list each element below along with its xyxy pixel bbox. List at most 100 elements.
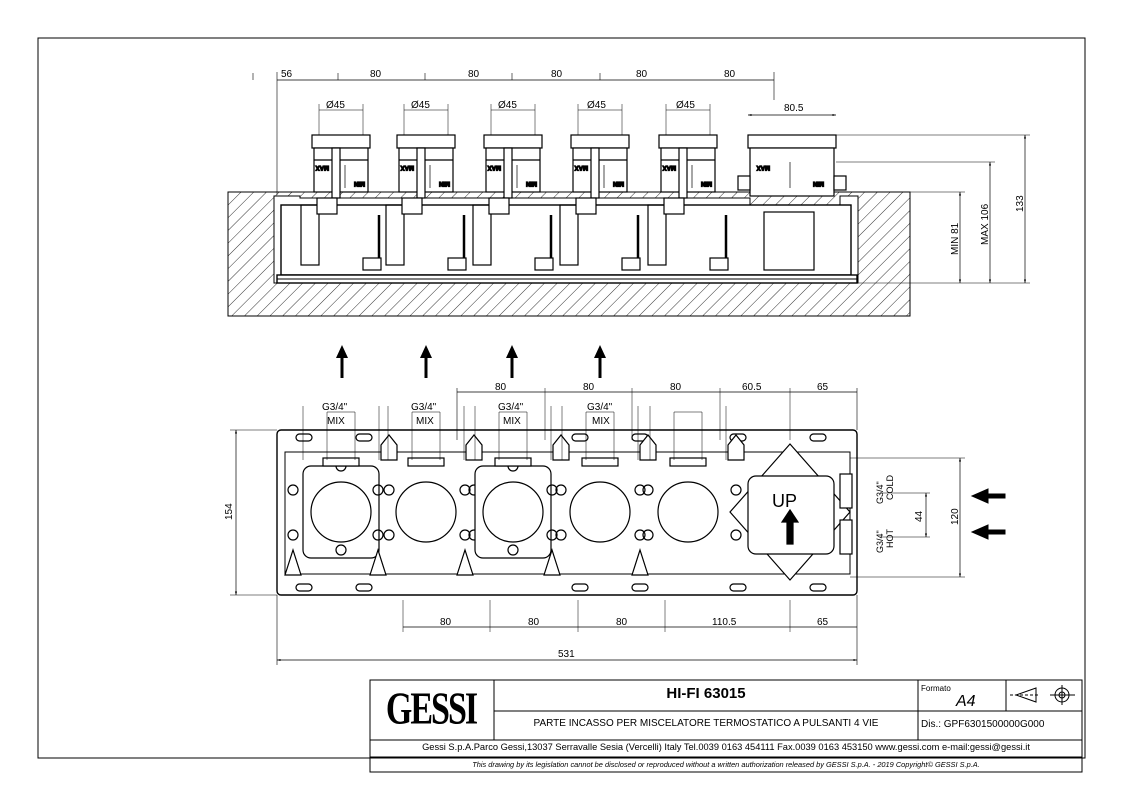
dim-bottom-spacing: 80 [528,617,540,628]
dim-top-spacing: 60.5 [742,382,762,393]
cold-thread: G3/4" [875,481,885,504]
valve-body [543,406,657,576]
outlet-thread: G3/4" [411,402,437,413]
dim-bottom-spacing: 80 [440,617,452,628]
copyright-notice: This drawing by its legislation cannot b… [472,760,980,769]
dim-spacing: 80 [724,69,736,80]
dim-spacing: 80 [468,69,480,80]
mounting-slot [809,583,827,592]
inlet-arrows [970,488,1006,540]
dim-top-spacing: 80 [583,382,595,393]
dim-spacing: 80 [551,69,563,80]
arrow-left-icon [970,524,1006,540]
format-label: Formato [921,684,951,693]
product-title: HI-FI 63015 [666,685,746,702]
hot-thread: G3/4" [875,530,885,553]
dim-spacing: 80 [636,69,648,80]
dim-last-width: 80.5 [784,103,804,114]
max-mark: MAX [316,164,329,170]
title-block [369,679,1083,773]
logo-text: GESSI [385,684,478,735]
min-mark: MIN [613,180,624,186]
max-mark: MAX [757,164,770,170]
diameter-label: Ø45 [498,100,517,111]
cartridge: MAX MIN [337,73,467,271]
mounting-slot [631,583,649,592]
up-label: UP [772,491,797,511]
valve-body [456,406,570,576]
dim-overall-width: 531 [558,649,575,660]
valve-body [631,406,745,576]
product-description: PARTE INCASSO PER MISCELATORE TERMOSTATI… [533,718,879,729]
company-info: Gessi S.p.A.Parco Gessi,13037 Serravalle… [422,742,1030,752]
dim-bottom-spacing: 65 [817,617,829,628]
dim-top-spacing: 80 [495,382,507,393]
mounting-slot [809,433,827,442]
min-mark: MIN [813,180,824,186]
mounting-slot [729,583,747,592]
mounting-slot [355,433,373,442]
mounting-slot [571,583,589,592]
outlet-label: MIX [503,416,521,427]
cartridge: MAX MIN [252,73,382,271]
format-value: A4 [956,693,976,710]
thermostat-housing [729,443,853,581]
front-view [230,388,965,665]
min-mark: MIN [701,180,712,186]
arrow-up-icon [780,508,800,545]
outlet-thread: G3/4" [498,402,524,413]
cold-label: COLD [885,474,895,500]
mounting-slot [295,583,313,592]
min-mark: MIN [439,180,450,186]
arrow-left-icon [970,488,1006,504]
outlet-label: MIX [327,416,345,427]
dim-inlet-spacing: 44 [914,510,925,522]
cartridge: MAX MIN [424,73,554,271]
max-mark: MAX [488,164,501,170]
min-mark: MIN [526,180,537,186]
max-mark: MAX [401,164,414,170]
arrow-up-icon [336,345,348,378]
outlet-thread: G3/4" [322,402,348,413]
thermostat-cartridge: MAX MIN [737,134,847,271]
up-arrows [336,345,606,378]
mounting-slot [295,433,313,442]
cartridge: MAX MIN [599,73,729,271]
dim-overall-height: 154 [224,503,235,520]
max-mark: MAX [663,164,676,170]
arrow-up-icon [420,345,432,378]
mounting-slot [355,583,373,592]
diameter-label: Ø45 [587,100,606,111]
outlet-label: MIX [592,416,610,427]
dim-spacing: 56 [281,69,293,80]
mounting-slot [571,433,589,442]
gessi-logo: GESSI [372,683,490,737]
outlet-thread: G3/4" [587,402,613,413]
dim-spacing: 80 [370,69,382,80]
arrow-up-icon [506,345,518,378]
drawing-number: Dis.: GPF6301500000G000 [921,719,1045,730]
front-view-labels: 80 80 80 60.5 65 G3/4" MIX G3/4" MIX G3/… [224,382,961,660]
min-mark: MIN [354,180,365,186]
dim-inlet-span: 120 [950,508,961,525]
arrow-up-icon [594,345,606,378]
diameter-label: Ø45 [326,100,345,111]
diameter-label: Ø45 [411,100,430,111]
diameter-label: Ø45 [676,100,695,111]
dim-bottom-spacing: 80 [616,617,628,628]
sheet-border [37,37,1086,759]
dim-min-depth: MIN 81 [950,222,961,255]
top-view-labels: 56 80 80 80 80 80 Ø45 Ø45 Ø45 Ø45 Ø45 80… [281,69,1026,255]
mounting-plate [276,429,858,596]
hot-label: HOT [885,529,895,549]
outlet-label: MIX [416,416,434,427]
valve-body [284,406,398,576]
dim-total-depth: 133 [1015,195,1026,212]
dim-top-spacing: 65 [817,382,829,393]
dim-top-spacing: 80 [670,382,682,393]
dim-bottom-spacing: 110.5 [712,617,737,628]
dim-max-depth: MAX 106 [980,203,991,245]
